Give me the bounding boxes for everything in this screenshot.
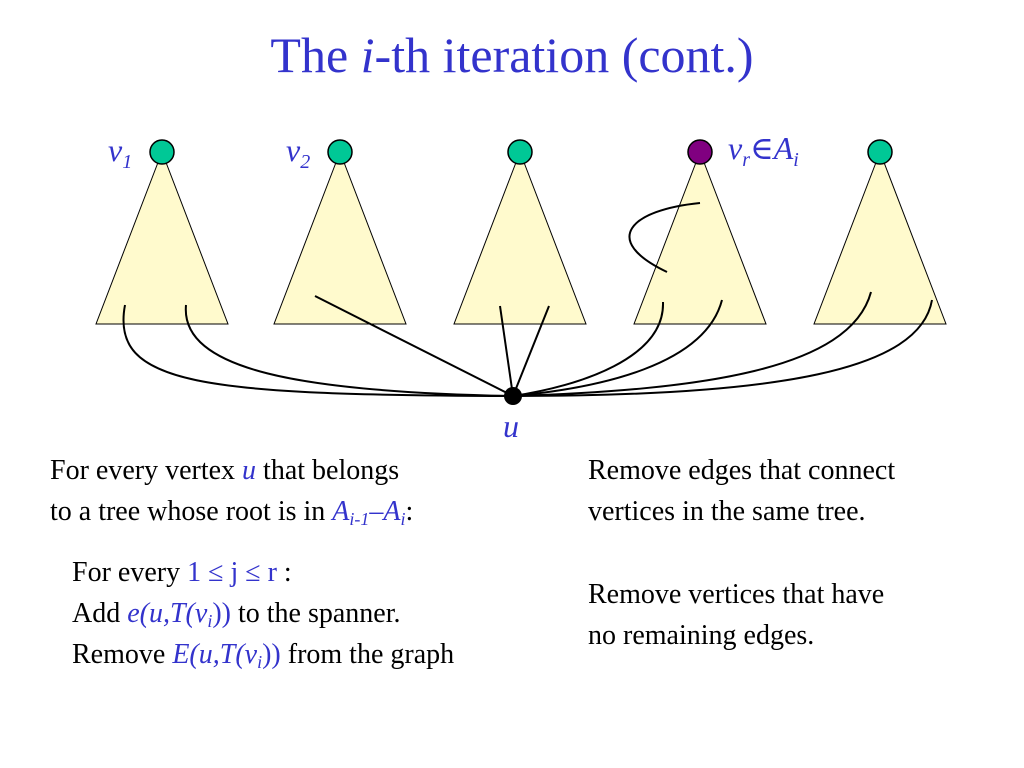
edge-tree1-b bbox=[184, 304, 514, 397]
edge-tree2 bbox=[314, 295, 514, 397]
right-line-2: vertices in the same tree. bbox=[588, 496, 866, 527]
edge-tree3-b bbox=[512, 305, 550, 397]
root-5 bbox=[867, 139, 893, 165]
edge-tree5-a bbox=[512, 291, 872, 397]
vertex-u bbox=[504, 387, 522, 405]
edges-to-u bbox=[122, 291, 933, 397]
right-description-1: Remove edges that connect vertices in th… bbox=[588, 450, 895, 532]
left-line-2: to a tree whose root is in Ai-1–Ai: bbox=[50, 496, 414, 529]
label-v2: v2 bbox=[286, 132, 311, 173]
right-line-3: Remove vertices that have bbox=[588, 579, 885, 610]
edge-tree4-b bbox=[512, 299, 723, 397]
left-description: For every vertex u that belongs to a tre… bbox=[50, 450, 413, 532]
root-vr bbox=[687, 139, 713, 165]
title-prefix: The bbox=[270, 27, 361, 83]
right-line-1: Remove edges that connect bbox=[588, 455, 896, 486]
label-v1: v1 bbox=[108, 132, 133, 173]
right-line-4: no remaining edges. bbox=[588, 620, 815, 651]
root-v2 bbox=[327, 139, 353, 165]
label-u: u bbox=[503, 408, 519, 444]
tree-1 bbox=[95, 150, 229, 325]
right-description-2: Remove vertices that have no remaining e… bbox=[588, 574, 884, 656]
left-line-1: For every vertex u that belongs bbox=[50, 455, 400, 486]
edge-tree5-b bbox=[512, 299, 933, 397]
tree-3 bbox=[453, 150, 587, 325]
loop-line-3: Remove E(u,T(vi)) from the graph bbox=[72, 639, 455, 672]
edge-tree3-a bbox=[499, 305, 514, 397]
tree-5 bbox=[813, 150, 947, 325]
tree-2 bbox=[273, 150, 407, 325]
label-vr-in-ai: vr∈Ai bbox=[728, 130, 799, 171]
root-v1 bbox=[149, 139, 175, 165]
intra-tree-edge bbox=[628, 202, 701, 273]
edge-tree4-a bbox=[512, 301, 665, 397]
edge-tree1-a bbox=[122, 304, 514, 397]
title-italic-i: i bbox=[360, 27, 375, 83]
loop-line-2: Add e(u,T(vi)) to the spanner. bbox=[72, 598, 401, 631]
root-3 bbox=[507, 139, 533, 165]
loop-line-1: For every 1 ≤ j ≤ r : bbox=[72, 557, 292, 588]
slide-title: The i-th iteration (cont.) bbox=[0, 30, 1024, 80]
loop-description: For every 1 ≤ j ≤ r : Add e(u,T(vi)) to … bbox=[72, 552, 454, 675]
title-suffix: -th iteration (cont.) bbox=[374, 27, 754, 83]
tree-4 bbox=[633, 150, 767, 325]
